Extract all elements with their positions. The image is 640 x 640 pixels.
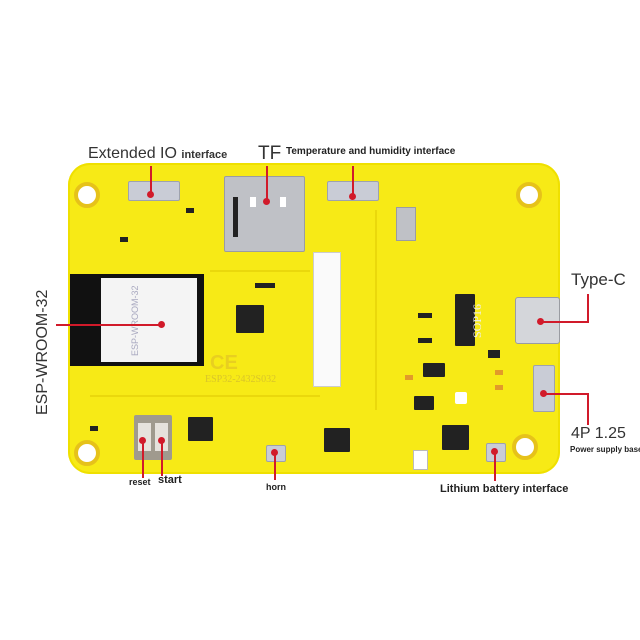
extended-io-label: Extended IO interface [88,145,228,162]
callout-dot [158,321,165,328]
power-supply-base-label: Power supply base [570,445,640,454]
smd-part [186,208,194,213]
type-c-port [515,297,560,344]
smd-part [405,375,413,380]
temp-humidity-label: Temperature and humidity interface [286,146,456,157]
ic-chip [188,417,213,441]
smd-part [488,350,500,358]
smd-part [418,338,432,343]
esp-module: ESP-WROOM-32 [70,274,204,366]
pcb-trace [210,270,310,272]
board-name-silkscreen: ESP32-2432S032 [205,374,277,385]
smd-part [495,370,503,375]
callout-line [587,294,589,322]
callout-line [274,452,276,480]
power-switch [413,450,428,470]
callout-dot [139,437,146,444]
smd-part [495,385,503,390]
smd-part [120,237,128,242]
smd-part [255,283,275,288]
callout-dot [349,193,356,200]
callout-line [494,451,496,481]
callout-line [161,440,163,476]
callout-dot [147,191,154,198]
callout-dot [491,448,498,455]
callout-line [352,166,354,196]
led [455,392,467,404]
callout-dot [537,318,544,325]
callout-line [540,321,589,323]
callout-line [543,393,589,395]
smd-part [90,426,98,431]
horn-label: horn [266,482,286,492]
ic-chip [442,425,469,450]
callout-line [150,166,152,194]
fpc-connector [396,207,416,241]
sop16-text: SOP16 [470,303,484,338]
ic-chip [324,428,350,452]
callout-dot [263,198,270,205]
esp-label: ESP-WROOM-32 [34,289,51,415]
callout-dot [540,390,547,397]
reset-label: reset [129,477,151,487]
mounting-hole [74,440,100,466]
power-4p-label: 4P 1.25 [571,425,626,442]
tf-label: TF [258,143,282,164]
type-c-label: Type-C [571,270,626,289]
module-silkscreen: ESP-WROOM-32 [130,285,140,356]
callout-dot [271,449,278,456]
tf-card-slot [224,176,305,252]
callout-line [587,393,589,425]
callout-line [56,324,162,326]
ic-chip [236,305,264,333]
ce-mark: CE [210,352,238,374]
power-4p-connector [533,365,555,412]
callout-line [266,166,268,200]
mounting-hole [512,434,538,460]
mounting-hole [516,182,542,208]
smd-part [418,313,432,318]
callout-line [142,440,144,478]
pcb-trace [375,210,377,410]
lithium-battery-label: Lithium battery interface [440,483,569,495]
display-connector [313,252,341,387]
sop16-chip: SOP16 [455,294,484,346]
extended-io-connector [128,181,180,201]
pcb-trace [90,395,320,397]
sot89-chip [423,363,445,377]
callout-dot [158,437,165,444]
mounting-hole [74,182,100,208]
sot89-chip [414,396,434,410]
start-label: start [158,474,182,486]
extended-io-suffix: interface [181,149,228,161]
